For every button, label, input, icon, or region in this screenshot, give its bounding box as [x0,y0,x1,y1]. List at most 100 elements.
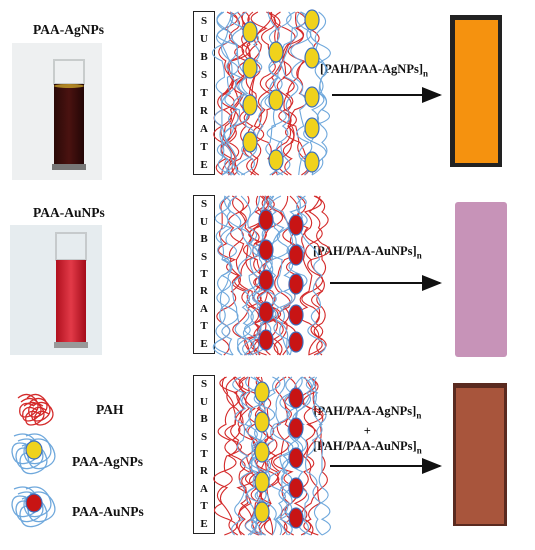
substrate-letter: U [200,215,208,228]
aunp-particle [258,301,274,323]
pah-strand [267,11,311,176]
substrate-letter: T [200,447,208,460]
agnp-particle [304,86,320,108]
substrate-letter: R [200,285,208,298]
pah-strand [217,376,252,536]
paa-strand [304,376,331,536]
legend-label-agnps: PAA-AgNPs [72,454,143,469]
aunp-particle [258,269,274,291]
polymer-multilayer-au [212,195,331,356]
substrate-letter: R [200,465,208,478]
agnp-particle [254,381,270,403]
aunp-particle [258,209,274,231]
substrate-letter: T [200,267,208,280]
substrate-letter: B [200,413,208,426]
agnp-particle [242,94,258,116]
aunp-particle [258,239,274,261]
film-ag-au-photo [453,383,507,526]
paa-strand [211,11,246,176]
paa-strand [272,376,294,536]
legend-aunps-icon [11,486,56,528]
paa-strand [268,195,305,356]
paa-strand [296,195,326,356]
substrate-letter: U [200,32,208,45]
paa-strand [300,11,331,176]
paa-coil [11,433,40,465]
paa-strand [263,195,291,356]
paa-strand [216,11,249,176]
pah-strand [213,376,251,536]
aunp-particle [288,387,304,409]
substrate-letter: T [200,500,208,513]
substrate-letter: A [200,482,208,495]
aunp-particle [288,304,304,326]
agnp-particle [25,440,43,460]
substrate-letter: S [200,250,208,263]
agnp-particle [304,117,320,139]
equation-au-line: [PAH/PAA-AuNPs] [313,438,417,453]
paa-strand [268,11,299,176]
vial-label-aunps: PAA-AuNPs [33,205,105,220]
paa-coil [11,486,40,518]
agnp-particle [242,57,258,79]
aunp-particle [258,329,274,351]
paa-strand [213,11,237,176]
paa-strand [214,195,239,356]
substrate-letter: T [200,86,208,99]
equation-au-line-subscript: n [416,445,422,455]
substrate-letter: S [200,430,208,443]
vial-label-agnps: PAA-AgNPs [33,22,104,37]
equation-au-layers: [PAH/PAA-AuNPs]n [313,244,422,261]
polymer-multilayer-ag-au [213,376,331,536]
paa-strand [267,376,303,536]
aunp-particle [25,493,43,513]
pah-coil [32,401,54,426]
vial-aunps-photo [10,225,102,355]
film-ag-photo [450,15,502,167]
paa-strand [290,11,312,176]
substrate-letter: E [200,158,208,171]
equation-au-subscript: n [416,250,422,261]
film-au-photo [455,202,507,357]
equation-ag-au-layers: [PAH/PAA-AgNPs]n + [PAH/PAA-AuNPs]n [313,404,422,458]
agnp-particle [242,21,258,43]
substrate-letter: E [200,337,208,350]
paa-strand [229,11,263,176]
paa-strand [237,195,260,356]
paa-strand [305,11,331,176]
vial-agnps-photo [12,43,102,180]
aunp-particle [288,417,304,439]
equation-ag-text: [PAH/PAA-AgNPs] [320,62,423,76]
equation-ag-layers: [PAH/PAA-AgNPs]n [320,62,428,79]
legend-pah-icon [17,393,54,426]
agnp-particle [304,9,320,31]
pah-strand [216,376,242,536]
agnp-particle [268,89,284,111]
substrate-letter: S [200,378,208,391]
aunp-particle [288,507,304,529]
agnp-particle [304,47,320,69]
substrate-letter: B [200,50,208,63]
paa-strand [216,11,241,176]
substrate-letter: A [200,122,208,135]
polymer-multilayer-ag [211,9,331,176]
pah-coil [29,397,51,422]
pah-strand [301,195,331,356]
substrate-letter: S [200,198,208,211]
aunp-particle [288,273,304,295]
paa-strand [212,195,242,356]
agnp-particle [304,151,320,173]
aunp-particle [288,447,304,469]
substrate-letter: E [200,517,208,530]
equation-ag-line: [PAH/PAA-AgNPs] [313,404,417,418]
paa-coil [23,486,52,518]
agnp-particle [254,411,270,433]
legend-agnps-icon [11,433,56,475]
paa-coil [23,433,52,465]
equation-plus: + [363,423,371,438]
agnp-particle [254,441,270,463]
